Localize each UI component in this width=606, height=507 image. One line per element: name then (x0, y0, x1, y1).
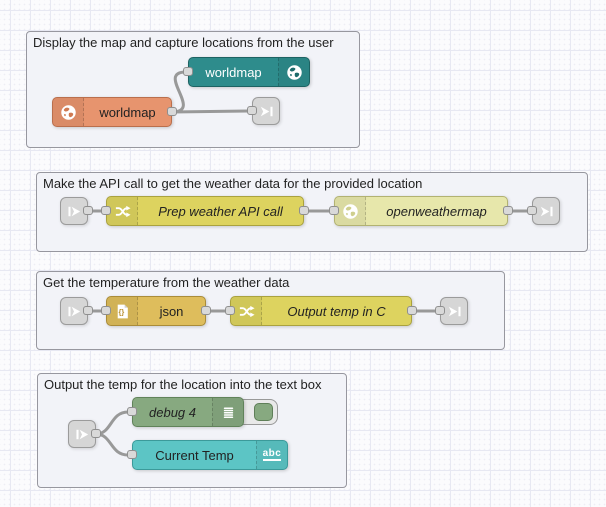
link-in-icon (75, 429, 88, 439)
node-change-prep-weather[interactable]: Prep weather API call (101, 196, 309, 226)
node-link-out[interactable] (527, 197, 560, 225)
node-ui-text-current-temp[interactable]: Current Temp abc (127, 440, 288, 470)
node-link-in[interactable] (68, 420, 101, 448)
icon-band (53, 98, 84, 126)
group-label: Make the API call to get the weather dat… (43, 176, 423, 191)
node-debug-4[interactable]: debug 4 (127, 397, 244, 427)
node-openweathermap[interactable]: openweathermap (329, 196, 513, 226)
link-out-icon (448, 306, 461, 316)
input-port[interactable] (183, 66, 193, 76)
link-out-icon (540, 206, 553, 216)
input-port[interactable] (247, 105, 257, 115)
output-port[interactable] (299, 205, 309, 215)
icon-band: abc (256, 441, 287, 469)
input-port[interactable] (435, 305, 445, 315)
shuffle-icon (239, 305, 255, 317)
link-in-icon (67, 306, 80, 316)
group-display-map[interactable]: Display the map and capture locations fr… (26, 31, 360, 148)
icon-band (107, 197, 138, 225)
icon-band (335, 197, 366, 225)
icon-band: {} (107, 297, 138, 325)
svg-text:{}: {} (118, 307, 124, 316)
output-port[interactable] (83, 305, 93, 315)
json-file-icon: {} (117, 304, 128, 318)
node-label: Current Temp (155, 447, 234, 463)
node-label: json (159, 303, 184, 319)
node-label: Prep weather API call (158, 203, 283, 219)
output-port[interactable] (503, 205, 513, 215)
output-port[interactable] (83, 205, 93, 215)
output-port[interactable] (201, 305, 211, 315)
icon-band (278, 58, 309, 86)
input-port[interactable] (329, 205, 339, 215)
debug-list-icon (223, 406, 233, 418)
input-port[interactable] (527, 205, 537, 215)
node-label: worldmap (99, 104, 156, 120)
output-port[interactable] (407, 305, 417, 315)
output-port[interactable] (91, 428, 101, 438)
node-label: openweathermap (386, 203, 487, 219)
output-port[interactable] (167, 106, 177, 116)
node-link-in[interactable] (60, 297, 93, 325)
node-link-in[interactable] (60, 197, 93, 225)
abc-text-icon: abc (262, 448, 282, 461)
wire[interactable] (171, 109, 249, 114)
debug-toggle-state-on (254, 403, 273, 421)
wire[interactable] (171, 70, 187, 114)
node-link-out[interactable] (435, 297, 468, 325)
icon-band (212, 398, 243, 426)
icon-band (231, 297, 262, 325)
group-label: Output the temp for the location into th… (44, 377, 322, 392)
wire[interactable] (95, 432, 129, 457)
input-port[interactable] (127, 449, 137, 459)
shuffle-icon (115, 205, 131, 217)
node-label: Output temp in C (287, 303, 386, 319)
input-port[interactable] (127, 406, 137, 416)
globe-icon (286, 64, 302, 80)
input-port[interactable] (225, 305, 235, 315)
node-worldmap-events[interactable]: worldmap (52, 97, 177, 127)
node-label: worldmap (205, 64, 262, 80)
globe-icon (60, 104, 76, 120)
input-port[interactable] (101, 305, 111, 315)
node-label: debug 4 (149, 404, 196, 420)
group-label: Get the temperature from the weather dat… (43, 275, 290, 290)
group-label: Display the map and capture locations fr… (33, 35, 334, 50)
node-worldmap-display[interactable]: worldmap (183, 57, 310, 87)
link-in-icon (67, 206, 80, 216)
node-link-out[interactable] (247, 97, 280, 125)
node-json[interactable]: {} json (101, 296, 211, 326)
link-out-icon (260, 106, 273, 116)
group-output-temp[interactable]: Output the temp for the location into th… (37, 373, 347, 488)
node-change-output-temp[interactable]: Output temp in C (225, 296, 417, 326)
input-port[interactable] (101, 205, 111, 215)
globe-icon (342, 203, 358, 219)
